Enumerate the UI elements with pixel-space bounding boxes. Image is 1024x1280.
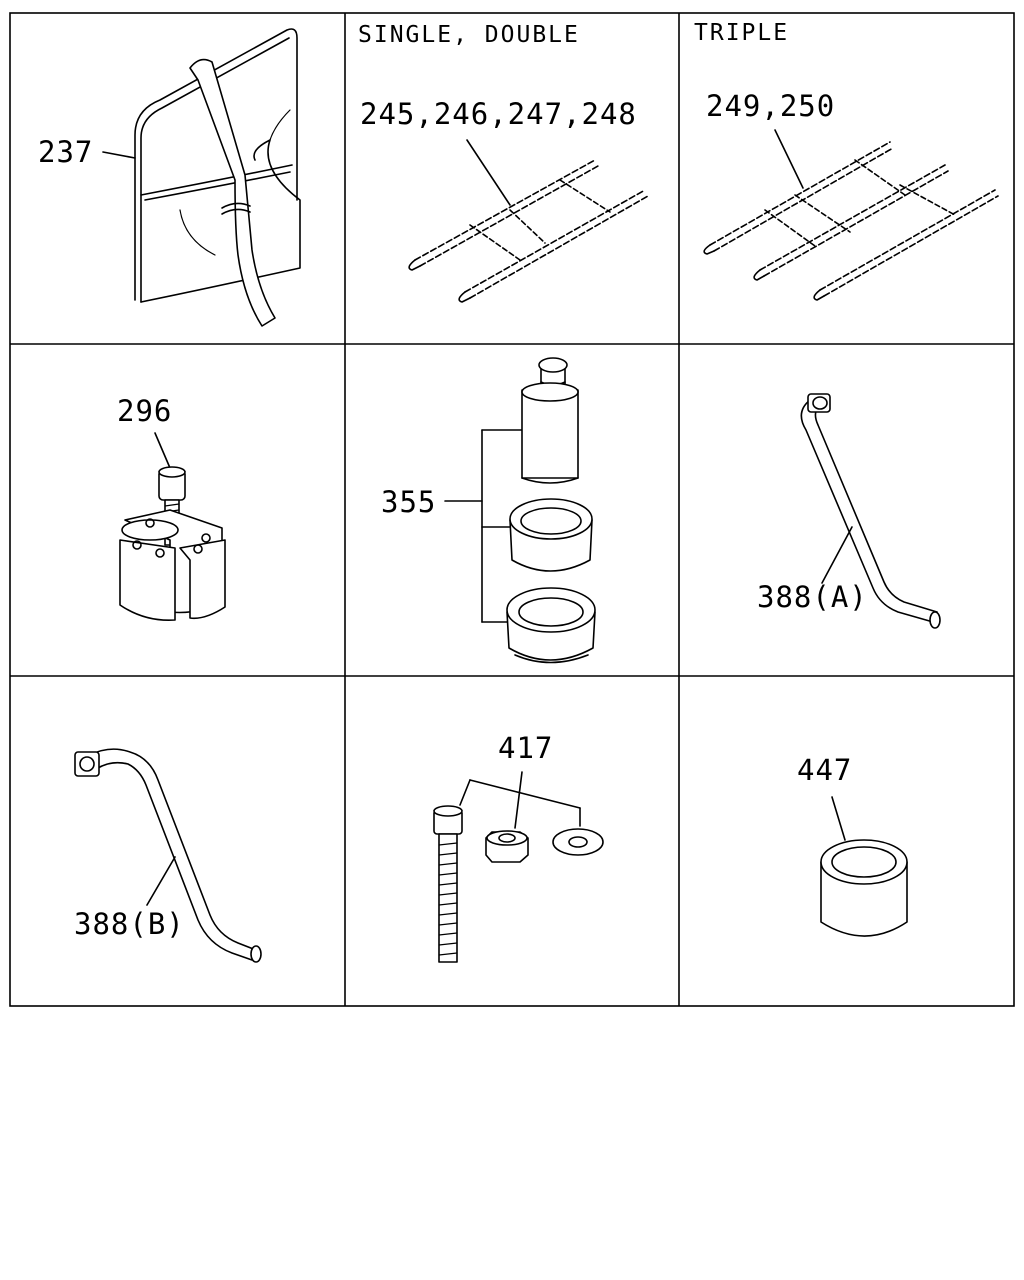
bag-illustration: [134, 28, 301, 327]
cell-puller[interactable]: 296: [117, 394, 226, 622]
pipe-b-leader-line: [146, 856, 176, 906]
bag-part-number: 237: [38, 135, 93, 169]
puller-leader-line: [154, 432, 171, 469]
bag-leader-line: [102, 151, 136, 159]
chain-triple-illustration: [703, 141, 999, 301]
tool-set-part-number: 355: [381, 485, 436, 519]
puller-part-number: 296: [117, 394, 172, 428]
cell-pipe-b[interactable]: 388(B): [74, 748, 262, 963]
pipe-a-illustration: [800, 393, 941, 629]
bolt-set-part-number: 417: [498, 731, 553, 765]
cell-tool-set[interactable]: 355: [381, 357, 596, 664]
cell-collar[interactable]: 447: [797, 753, 908, 937]
collar-leader-line: [831, 796, 846, 841]
puller-illustration: [119, 466, 226, 622]
tool-set-bracket: [444, 429, 523, 623]
chain-double-part-number: 245,246,247,248: [360, 97, 637, 131]
cell-bag[interactable]: 237: [38, 28, 301, 327]
chain-triple-caption: TRIPLE: [694, 20, 789, 46]
chain-triple-part-number: 249,250: [706, 89, 835, 123]
chain-double-leader-line: [466, 139, 511, 206]
parts-grid: [9, 12, 1015, 1007]
collar-part-number: 447: [797, 753, 852, 787]
cell-chain-double[interactable]: SINGLE, DOUBLE 245,246,247,248: [358, 22, 649, 303]
chain-double-caption: SINGLE, DOUBLE: [358, 22, 580, 48]
cell-chain-triple[interactable]: TRIPLE 249,250: [694, 20, 999, 301]
bolt-set-bracket: [459, 771, 581, 829]
tool-set-illustration: [506, 357, 596, 664]
cell-pipe-a[interactable]: 388(A): [757, 393, 941, 629]
chain-double-illustration: [408, 159, 649, 303]
pipe-b-illustration: [74, 748, 262, 963]
cell-bolt-set[interactable]: 417: [433, 731, 604, 963]
bolt-set-illustration: [433, 805, 604, 963]
grid-border: [9, 12, 1015, 1007]
chain-triple-leader-line: [774, 129, 804, 189]
pipe-a-part-number: 388(A): [757, 580, 868, 614]
collar-illustration: [820, 839, 908, 937]
pipe-b-part-number: 388(B): [74, 907, 185, 941]
pipe-a-leader-line: [821, 526, 853, 584]
